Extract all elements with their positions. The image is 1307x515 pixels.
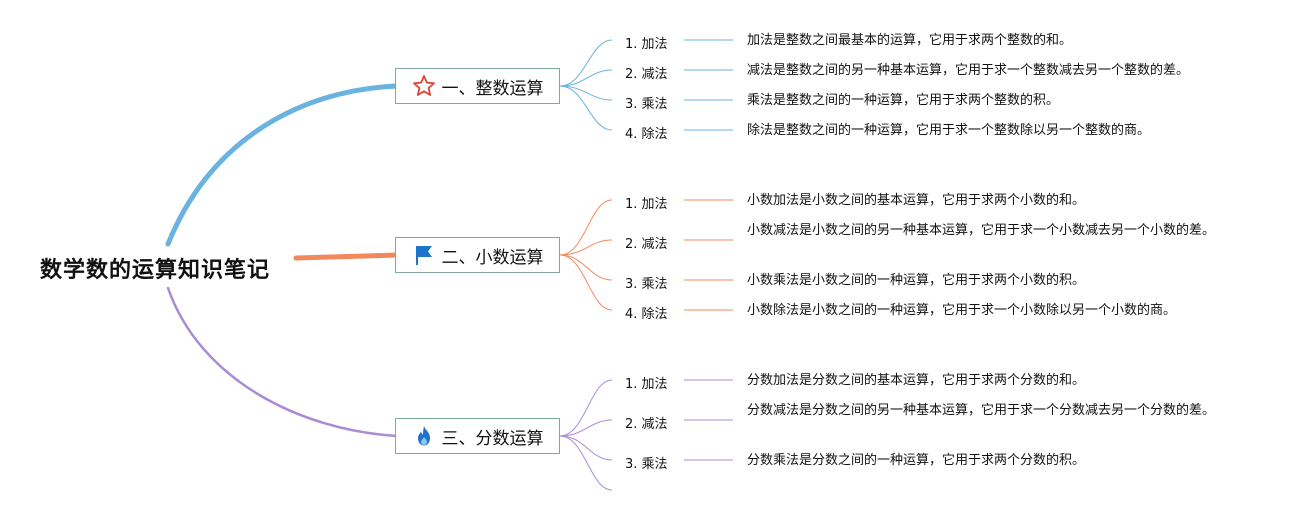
connector-root-branch-2 — [293, 252, 400, 261]
branch-3-title: 三、分数运算 — [441, 428, 544, 449]
connector-root-branch-1 — [165, 83, 400, 247]
fire-icon — [412, 424, 436, 448]
sub-topic-description: 分数减法是分数之间的另一种基本运算，它用于求一个分数减去另一个分数的差。 — [747, 403, 1216, 418]
sub-topic-description: 除法是整数之间的一种运算，它用于求一个整数除以另一个整数的商。 — [747, 123, 1151, 138]
sub-topic-label[interactable]: 2. 减法 — [625, 417, 668, 432]
sub-topic-description: 减法是整数之间的另一种基本运算，它用于求一个整数减去另一个整数的差。 — [747, 63, 1190, 78]
sub-topic-label[interactable]: 2. 减法 — [625, 237, 668, 252]
connector-root-branch-3 — [166, 286, 399, 438]
root-topic[interactable]: 数学数的运算知识笔记 — [40, 258, 271, 283]
branch-1-fan — [559, 39, 733, 131]
sub-topic-label[interactable]: 4. 除法 — [625, 127, 668, 142]
sub-topic-label[interactable]: 3. 乘法 — [625, 457, 668, 472]
sub-topic-label[interactable]: 4. 除法 — [625, 307, 668, 322]
sub-topic-description: 加法是整数之间最基本的运算，它用于求两个整数的和。 — [747, 33, 1073, 48]
sub-topic-description: 小数乘法是小数之间的一种运算，它用于求两个小数的积。 — [747, 273, 1086, 288]
sub-topic-description: 分数加法是分数之间的基本运算，它用于求两个分数的和。 — [747, 373, 1086, 388]
sub-topic-description: 乘法是整数之间的一种运算，它用于求两个整数的积。 — [747, 93, 1060, 108]
branch-3-fan — [559, 379, 733, 491]
branch-3-topic[interactable]: 三、分数运算 — [395, 418, 560, 454]
sub-topic-description: 分数乘法是分数之间的一种运算，它用于求两个分数的积。 — [747, 453, 1086, 468]
sub-topic-description: 小数除法是小数之间的一种运算，它用于求一个小数除以另一个小数的商。 — [747, 303, 1177, 318]
branch-2-title: 二、小数运算 — [441, 247, 544, 268]
branch-2-fan — [559, 199, 733, 311]
branch-2-topic[interactable]: 二、小数运算 — [395, 237, 560, 273]
flag-icon — [412, 243, 436, 267]
star-icon — [412, 74, 436, 98]
sub-topic-label[interactable]: 1. 加法 — [625, 197, 668, 212]
branch-1-title: 一、整数运算 — [441, 78, 544, 99]
sub-topic-description: 小数加法是小数之间的基本运算，它用于求两个小数的和。 — [747, 193, 1086, 208]
sub-topic-label[interactable]: 3. 乘法 — [625, 97, 668, 112]
branch-1-topic[interactable]: 一、整数运算 — [395, 68, 560, 104]
sub-topic-description: 小数减法是小数之间的另一种基本运算，它用于求一个小数减去另一个小数的差。 — [747, 223, 1216, 238]
sub-topic-label[interactable]: 1. 加法 — [625, 377, 668, 392]
sub-topic-label[interactable]: 3. 乘法 — [625, 277, 668, 292]
sub-topic-label[interactable]: 2. 减法 — [625, 67, 668, 82]
sub-topic-label[interactable]: 1. 加法 — [625, 37, 668, 52]
